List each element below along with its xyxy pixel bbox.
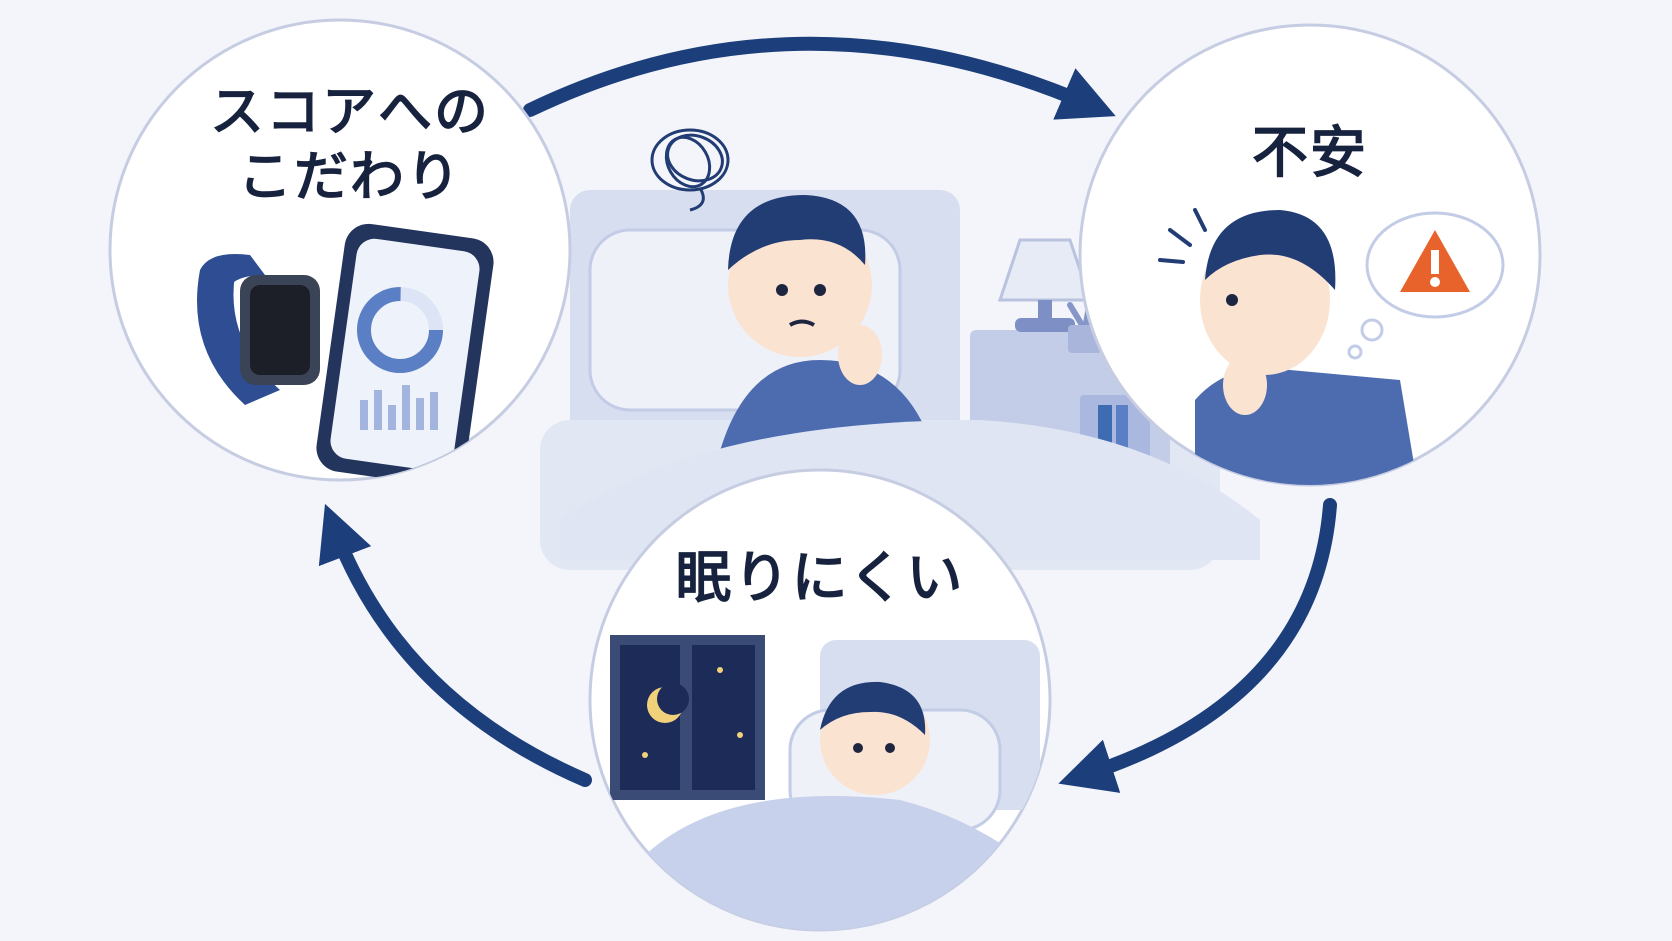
- node-anxiety-circle: [1078, 23, 1542, 487]
- node-score-label: スコアへの こだわり: [170, 80, 530, 210]
- node-insomnia-label-line-1: 眠りにくい: [675, 546, 965, 611]
- warning-icon: [1400, 230, 1470, 292]
- bar-chart-icon: [360, 385, 438, 430]
- ring-chart-icon: [357, 287, 443, 373]
- node-insomnia-circle: [588, 468, 1052, 932]
- node-score-label-line-1: スコアへの: [210, 80, 490, 143]
- arrow-anxiety-to-insomnia: [1058, 498, 1337, 793]
- arrow-insomnia-to-score: [318, 503, 592, 787]
- smartwatch-icon: [197, 254, 320, 405]
- node-score-circle: [108, 18, 572, 482]
- cycle-arrows: [318, 36, 1337, 793]
- node-anxiety-label-line-1: 不安: [1252, 121, 1368, 186]
- smartphone-icon: [316, 223, 494, 480]
- arrow-score-to-anxiety: [523, 36, 1116, 120]
- node-insomnia-label: 眠りにくい: [600, 545, 1040, 612]
- scribble-worry-icon: [650, 128, 730, 212]
- window-icon: [610, 635, 765, 800]
- lamp-icon: [997, 238, 1093, 332]
- node-anxiety-label: 不安: [1160, 120, 1460, 187]
- node-score-label-line-2: こだわり: [238, 144, 462, 208]
